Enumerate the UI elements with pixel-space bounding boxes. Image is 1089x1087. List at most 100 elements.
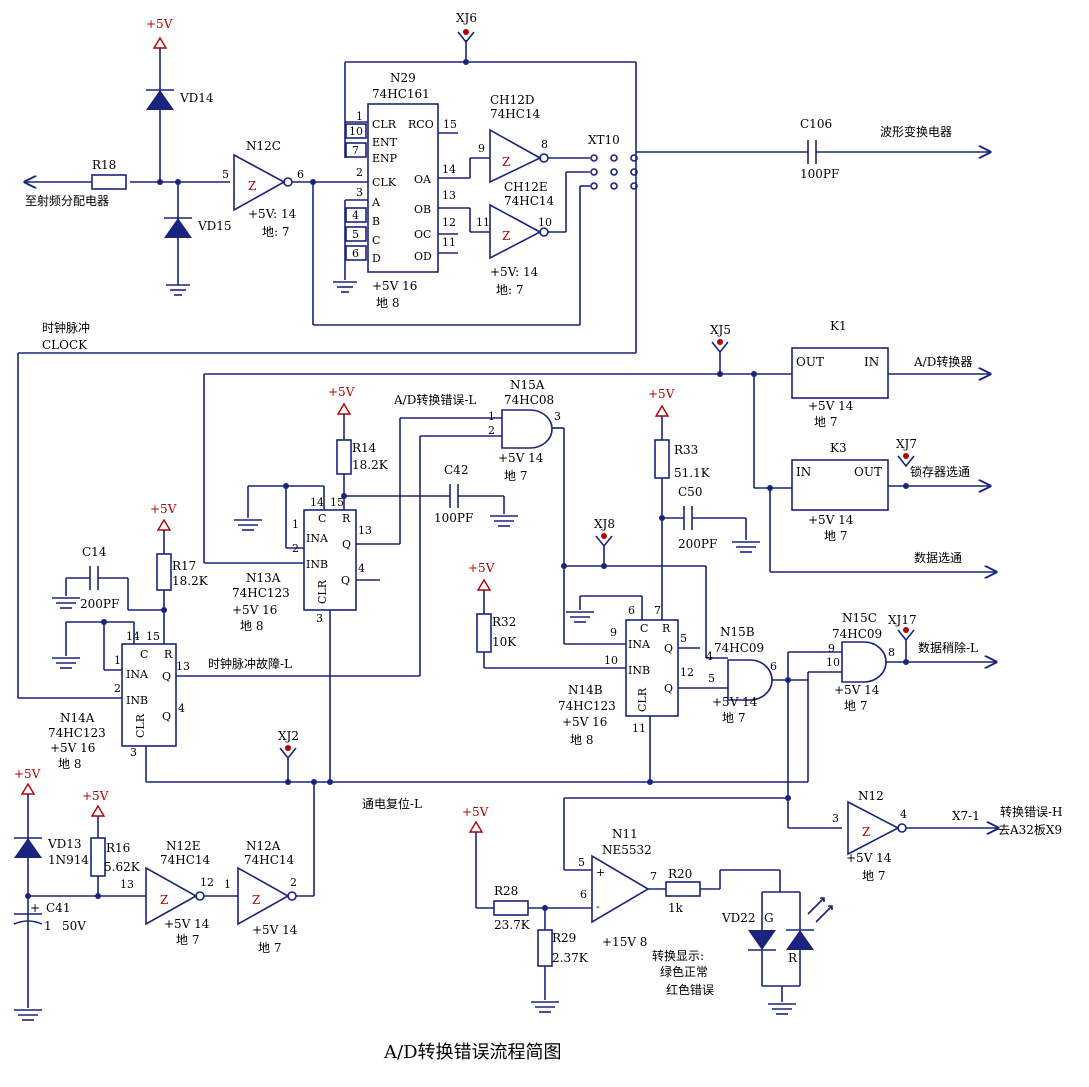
svg-text:R14: R14 [352, 441, 377, 455]
svg-text:A/D转换器: A/D转换器 [913, 354, 972, 369]
svg-text:14: 14 [310, 496, 324, 509]
svg-text:14: 14 [442, 163, 456, 176]
vd14-label: VD14 [179, 91, 214, 105]
svg-text:C: C [318, 512, 326, 525]
svg-text:C41: C41 [46, 901, 70, 915]
svg-text:74HC09: 74HC09 [714, 641, 764, 655]
svg-text:+5V 16: +5V 16 [372, 279, 417, 293]
ground-icon [166, 284, 190, 296]
diagram-title: A/D转换错误流程简图 [383, 1042, 562, 1063]
svg-text:3: 3 [356, 186, 363, 199]
svg-text:+5V: +5V [328, 385, 355, 399]
svg-text:波形变换电器: 波形变换电器 [880, 124, 952, 139]
svg-text:+5V 16: +5V 16 [562, 715, 607, 729]
svg-text:+5V 14: +5V 14 [498, 451, 544, 465]
svg-text:CLR: CLR [134, 713, 147, 738]
svg-text:N13A: N13A [246, 571, 281, 585]
svg-text:R33: R33 [674, 443, 698, 457]
svg-text:R: R [788, 951, 798, 965]
power-reset-section: +5V VD13 1N914 + C41 1 50V +5V R16 5.62K… [13, 767, 315, 1021]
svg-text:1k: 1k [668, 901, 684, 915]
svg-text:+5V 16: +5V 16 [232, 603, 277, 617]
clock-line: 时钟脉冲 CLOCK [17, 320, 636, 699]
svg-text:地 8: 地 8 [570, 733, 593, 747]
svg-text:+5V: +5V [648, 387, 675, 401]
svg-text:4: 4 [178, 702, 185, 715]
svg-text:C106: C106 [800, 117, 832, 131]
svg-text:XJ5: XJ5 [710, 323, 731, 337]
svg-text:15: 15 [146, 630, 160, 643]
svg-text:R17: R17 [172, 559, 196, 573]
vd14-diode [146, 90, 174, 110]
svg-text:1: 1 [488, 410, 495, 423]
svg-text:N15C: N15C [842, 611, 877, 625]
svg-text:Q: Q [162, 710, 171, 723]
svg-text:4: 4 [900, 808, 907, 821]
svg-text:OB: OB [414, 203, 431, 216]
svg-text:R: R [342, 512, 351, 525]
svg-text:C50: C50 [678, 485, 702, 499]
svg-text:B: B [372, 215, 380, 228]
svg-text:3: 3 [554, 410, 561, 423]
svg-text:3: 3 [316, 612, 323, 625]
svg-text:1: 1 [44, 919, 52, 933]
svg-text:74HC09: 74HC09 [832, 627, 882, 641]
svg-text:G: G [764, 911, 774, 925]
n11-section: +5V R28 23.7K R29 2.37K N11 NE5532 56 +-… [462, 805, 833, 1015]
svg-text:+15V 8: +15V 8 [602, 935, 647, 949]
n12c-label: N12C [246, 139, 281, 153]
svg-text:4: 4 [358, 562, 365, 575]
svg-text:CLR: CLR [636, 687, 649, 712]
svg-text:XJ8: XJ8 [594, 517, 615, 531]
n12c-gnd: 地: 7 [262, 225, 290, 239]
svg-text:11: 11 [476, 216, 490, 229]
svg-text:数据选通: 数据选通 [914, 550, 962, 565]
to-rf-label: 至射频分配电器 [25, 193, 109, 208]
svg-text:Z: Z [252, 893, 260, 907]
svg-text:R: R [164, 648, 173, 661]
svg-text:7: 7 [650, 870, 657, 883]
svg-text:74HC123: 74HC123 [48, 726, 106, 740]
svg-text:IN: IN [796, 465, 811, 479]
svg-text:+5V 14: +5V 14 [834, 683, 880, 697]
svg-text:13: 13 [442, 189, 456, 202]
svg-text:Z: Z [862, 825, 870, 839]
svg-text:3: 3 [130, 746, 137, 759]
svg-text:+5V 16: +5V 16 [50, 741, 95, 755]
svg-text:3: 3 [832, 812, 839, 825]
svg-text:+5V: +5V [462, 805, 489, 819]
svg-text:+5V 14: +5V 14 [808, 399, 854, 413]
svg-text:地 7: 地 7 [814, 415, 837, 429]
svg-text:51.1K: 51.1K [674, 466, 711, 480]
svg-text:9: 9 [610, 626, 617, 639]
svg-text:12: 12 [442, 216, 456, 229]
svg-text:5: 5 [680, 632, 687, 645]
svg-text:C14: C14 [82, 545, 107, 559]
vcc-vd14: +5V [146, 17, 173, 31]
svg-text:15: 15 [330, 496, 344, 509]
svg-text:地 7: 地 7 [504, 469, 527, 483]
svg-text:通电复位-L: 通电复位-L [362, 796, 422, 811]
svg-text:N11: N11 [612, 827, 638, 841]
svg-text:地 8: 地 8 [58, 757, 81, 771]
svg-text:地 7: 地 7 [862, 869, 885, 883]
svg-text:XJ17: XJ17 [888, 613, 917, 627]
svg-text:11: 11 [632, 722, 646, 735]
svg-text:OD: OD [414, 250, 432, 263]
svg-text:INB: INB [306, 558, 328, 571]
svg-text:10: 10 [349, 125, 363, 138]
svg-text:OC: OC [414, 228, 431, 241]
svg-text:2: 2 [290, 876, 297, 889]
svg-text:10: 10 [826, 656, 840, 669]
svg-text:地 7: 地 7 [176, 933, 199, 947]
led-red-icon [786, 930, 814, 950]
svg-text:2: 2 [292, 542, 299, 555]
svg-text:6: 6 [352, 247, 359, 260]
svg-text:1: 1 [292, 518, 299, 531]
svg-text:CLR: CLR [316, 579, 329, 604]
xj6-label: XJ6 [456, 11, 477, 25]
svg-text:INA: INA [628, 638, 651, 651]
